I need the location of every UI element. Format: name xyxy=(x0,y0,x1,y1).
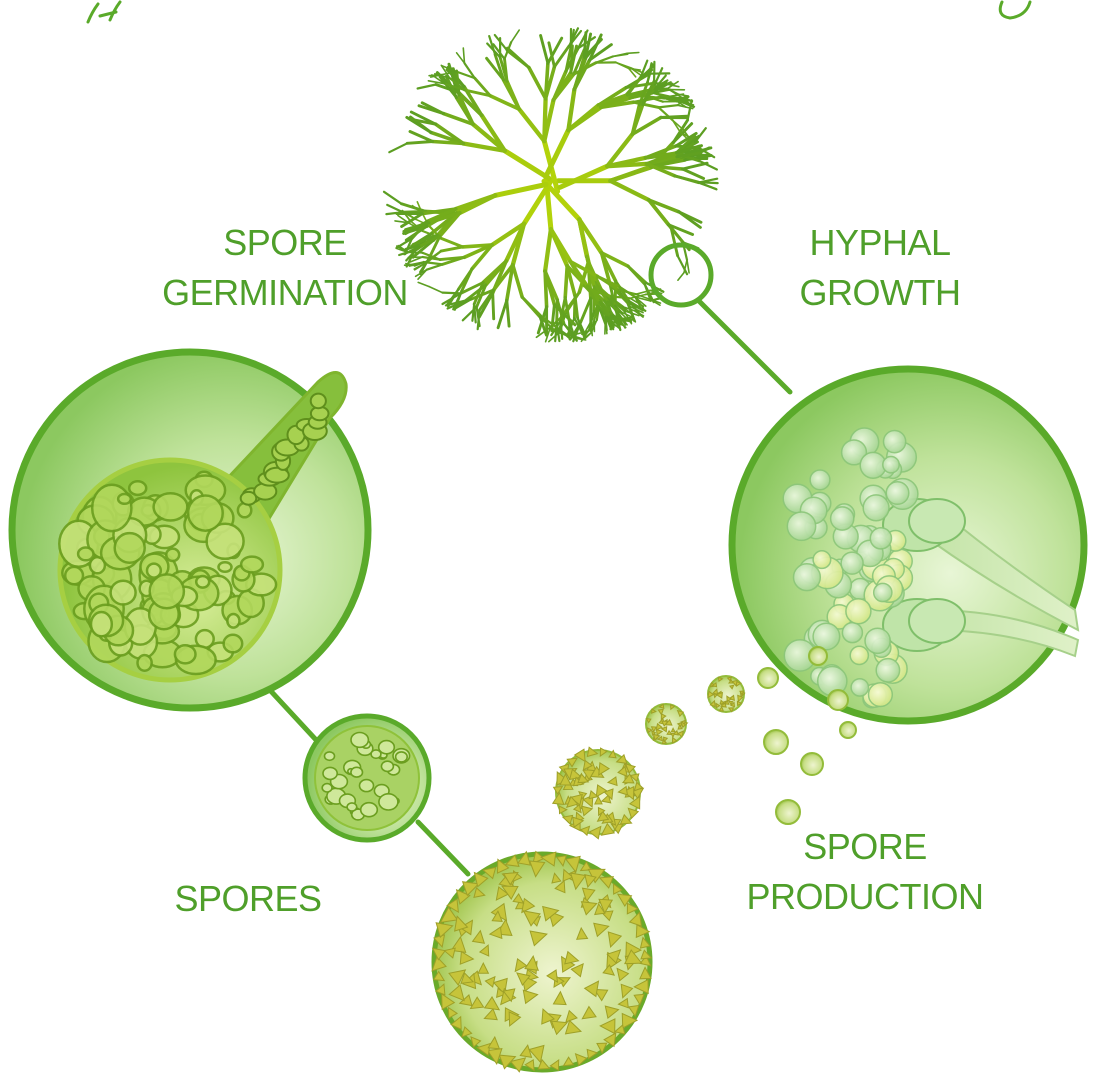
hyphal-magnifier-ring xyxy=(651,245,711,305)
label-spore-production: SPORE PRODUCTION xyxy=(735,822,995,922)
released-spore xyxy=(764,730,788,754)
cropped-title-strokes xyxy=(88,2,1030,22)
released-spore xyxy=(828,690,848,710)
released-spore xyxy=(552,747,646,840)
spore-icon xyxy=(428,850,654,1073)
label-spore-germination: SPORE GERMINATION xyxy=(150,218,420,318)
released-spore xyxy=(809,647,827,665)
released-spore xyxy=(758,668,778,688)
released-spore xyxy=(706,676,745,712)
label-spores: SPORES xyxy=(148,874,348,924)
conidiophore-circle xyxy=(732,369,1084,721)
small-spore-circle xyxy=(305,716,429,840)
germination-circle xyxy=(12,352,368,708)
released-spore xyxy=(840,722,856,738)
mycelium-icon xyxy=(384,28,718,341)
released-spore xyxy=(801,753,823,775)
released-spore xyxy=(645,704,688,744)
released-spore xyxy=(776,800,800,824)
label-hyphal-growth: HYPHAL GROWTH xyxy=(770,218,990,318)
